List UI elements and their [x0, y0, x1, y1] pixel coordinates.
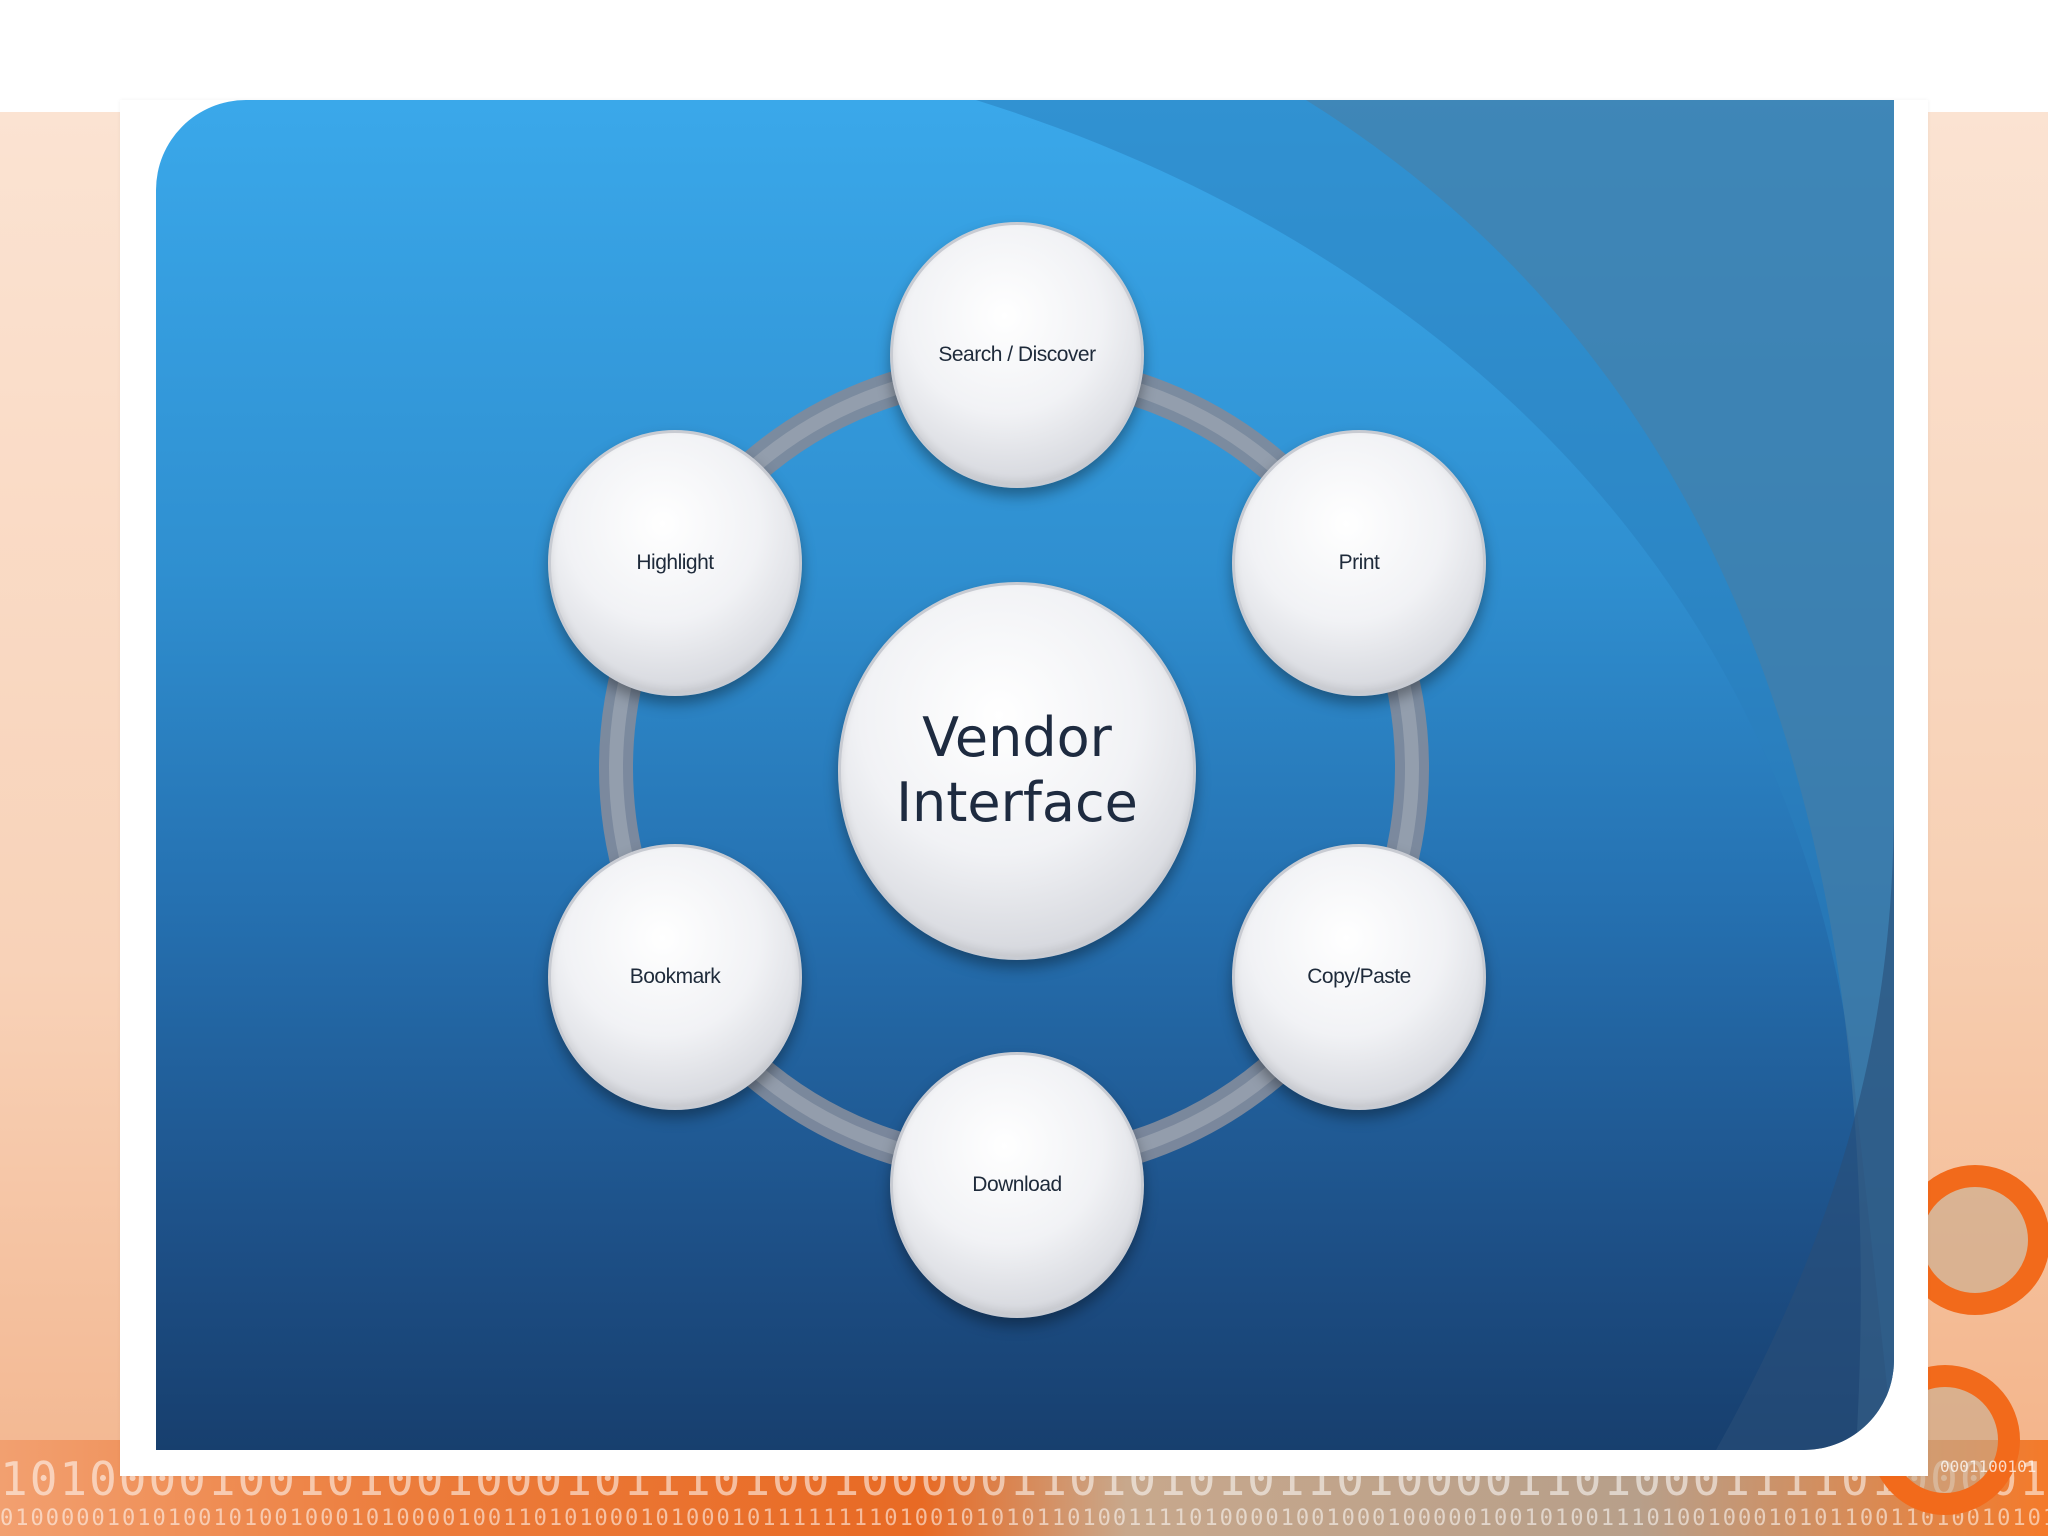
node-label-print: Print — [1338, 551, 1380, 574]
center-label-line1: Vendor — [922, 706, 1112, 770]
slide-swoosh-graphic — [976, 100, 1894, 1450]
node-print[interactable]: Print — [1232, 430, 1486, 696]
background-right-panel — [1928, 112, 2048, 1536]
node-bookmark[interactable]: Bookmark — [548, 844, 802, 1110]
node-label-download: Download — [972, 1173, 1062, 1196]
corner-binary-text: 0001100101 — [1940, 1457, 2037, 1476]
node-copy-paste[interactable]: Copy/Paste — [1232, 844, 1486, 1110]
background-left-panel — [0, 112, 125, 1536]
node-label-highlight: Highlight — [636, 551, 714, 574]
node-download[interactable]: Download — [890, 1052, 1144, 1318]
binary-pattern-row-2: 0100000101010010100100010100001001101010… — [0, 1506, 2048, 1531]
node-highlight[interactable]: Highlight — [548, 430, 802, 696]
node-label-bookmark: Bookmark — [629, 965, 721, 988]
node-label-copy-paste: Copy/Paste — [1307, 965, 1411, 988]
top-whitespace — [0, 0, 2048, 112]
center-label-line2: Interface — [896, 771, 1138, 834]
node-label-search-discover: Search / Discover — [938, 343, 1096, 366]
center-node-vendor-interface[interactable]: Vendor Interface — [838, 582, 1196, 960]
node-search-discover[interactable]: Search / Discover — [890, 222, 1144, 488]
